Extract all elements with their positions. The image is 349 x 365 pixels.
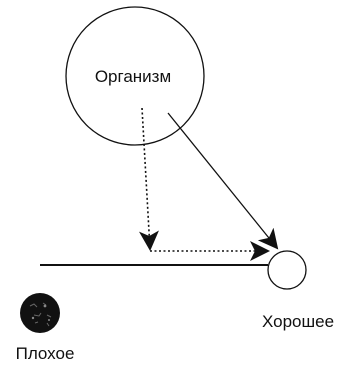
- bad-label: Плохое: [16, 344, 75, 363]
- organism-label: Организм: [95, 67, 171, 86]
- bad-blob: [20, 293, 60, 333]
- dotted-arrow-down: [138, 107, 159, 251]
- good-label: Хорошее: [262, 312, 334, 331]
- good-circle: [267, 250, 307, 290]
- organism-circle: [65, 6, 205, 146]
- solid-arrow: [167, 112, 279, 250]
